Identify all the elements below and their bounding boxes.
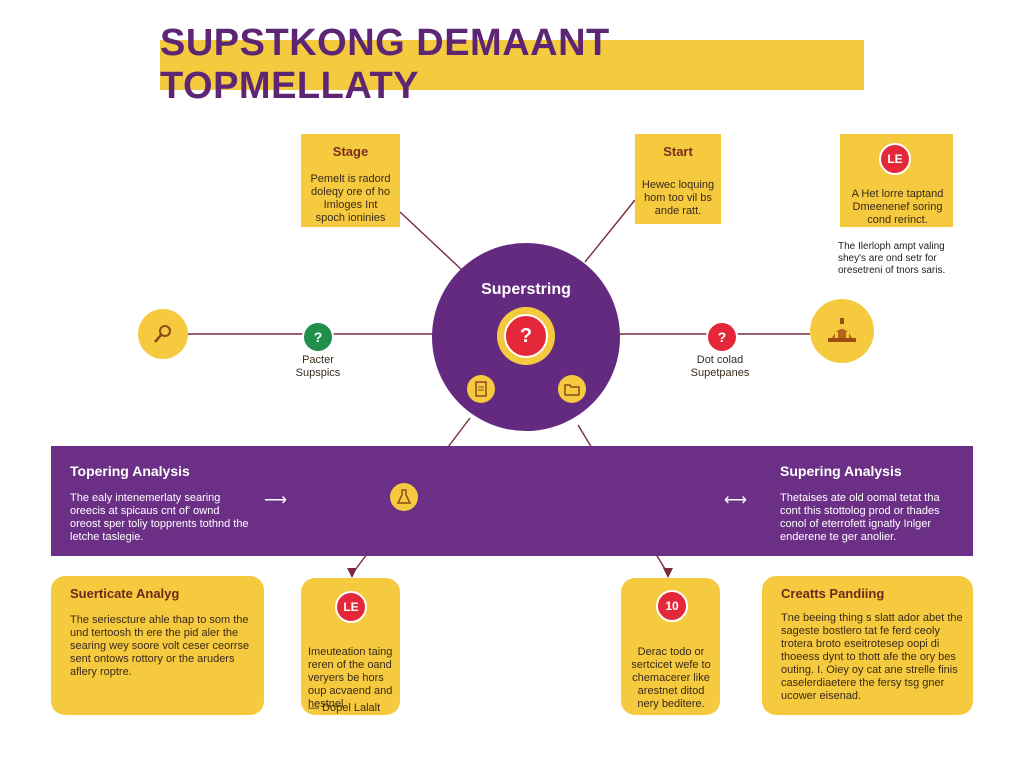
stage-box: Stage Pemelt is radord doleqy ore of ho … [301,134,400,227]
question-icon: ? [504,314,548,358]
stage-body: Pemelt is radord doleqy ore of ho Imloge… [310,173,391,224]
arrowhead-right [663,568,673,578]
title-banner: SUPSTKONG DEMAANT TOPMELLATY [160,22,864,107]
card-creatts-body: Tne beeing thing s slatt ador abet the s… [781,612,963,702]
connector-start [584,199,636,263]
hub-label: Superstring [481,281,571,298]
right-question-node: ? [706,321,738,353]
hub-question-ring: ? [497,307,555,365]
left-node-label: Pacter Supspics [295,354,341,379]
band-left-body: The ealy intenemerlaty searing oreecis a… [70,492,249,543]
band-left-arrow-icon: ⟶ [264,492,287,509]
le-top-box: LE A Het lorre taptand Dmeenenef soring … [840,134,953,227]
card-ten-body: Derac todo or sertcicet wefe to chemacer… [631,646,711,710]
left-question-node: ? [302,321,334,353]
band-right-arrow-icon: ⟷ [724,492,747,509]
folder-icon [558,375,586,403]
arrowhead-left [347,568,357,578]
card-creatts-heading: Creatts Pandiing [781,586,885,601]
card-le-badge: LE [335,591,367,623]
connector-stage [399,211,463,271]
page-title: SUPSTKONG DEMAANT TOPMELLATY [160,22,610,107]
band-left-heading: Topering Analysis [70,463,190,479]
analysis-band [51,446,973,556]
stage-heading: Stage [332,144,369,159]
le-top-body: A Het lorre taptand Dmeenenef soring con… [851,188,944,226]
card-suerticate-body: The seriescture ahle thap to som the und… [70,614,250,678]
card-le-body: Imeuteation taing reren of the oand very… [308,646,393,710]
right-floating-text: The Ilerloph ampt valing shey's are ond … [838,241,946,276]
flask-icon [390,483,418,511]
band-right-heading: Supering Analysis [780,463,902,479]
card-creatts: Creatts Pandiing Tne beeing thing s slat… [762,576,973,715]
magnifier-icon [138,309,188,359]
start-body: Hewec loquing hom too vil bs ande ratt. [641,179,715,217]
temple-icon [810,299,874,363]
start-box: Start Hewec loquing hom too vil bs ande … [635,134,721,224]
document-icon [467,375,495,403]
card-suerticate: Suerticate Analyg The seriescture ahle t… [51,576,264,715]
card-suerticate-heading: Suerticate Analyg [70,586,180,601]
right-node-label: Dot colad Supetpanes [690,354,750,379]
card-ten: 10 Derac todo or sertcicet wefe to chema… [621,578,720,715]
start-heading: Start [663,144,693,159]
card-ten-badge: 10 [656,590,688,622]
band-right-body: Thetaises ate old oomal tetat tha cont t… [780,492,940,543]
card-le: LE Imeuteation taing reren of the oand v… [301,578,400,715]
le-top-badge: LE [879,143,911,175]
card-le-footer: — Dopel Lalalt [308,702,381,714]
